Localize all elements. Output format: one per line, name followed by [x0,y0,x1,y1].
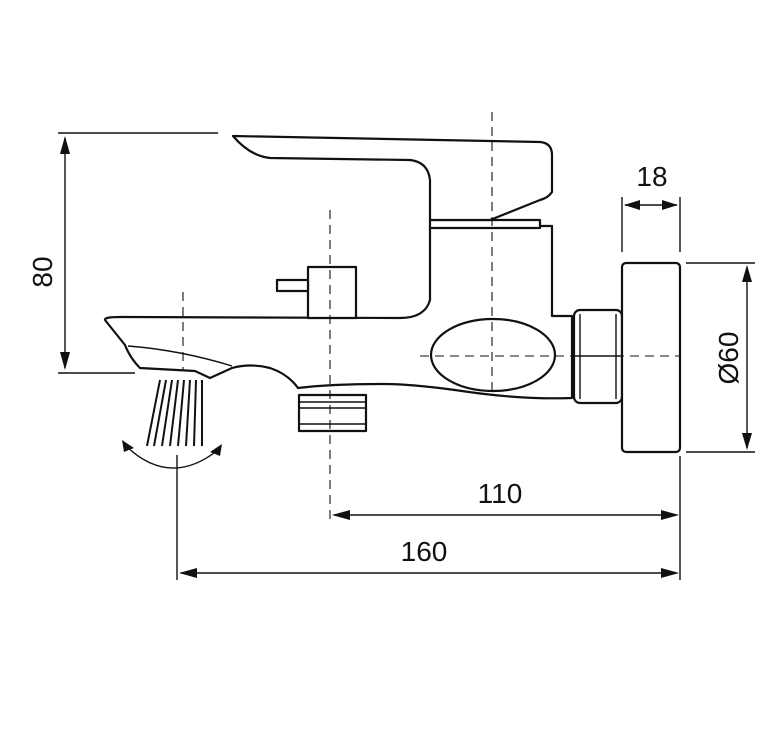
flange-depth-label: 18 [636,161,667,192]
diverter-pin [275,278,310,293]
spout-to-wall-label: 110 [478,478,523,509]
cartridge-housing [428,218,542,230]
spray-pattern [146,379,203,447]
hose-connector [297,393,368,433]
height-dimension: 80 [27,132,218,374]
spout-to-wall-dimension: 110 [332,456,681,525]
height-dimension-label: 80 [27,256,58,287]
flange-diameter-dimension: Ø60 [686,262,755,453]
diverter-knob [306,265,358,320]
lever-handle [231,134,554,222]
wall-flange [620,261,682,454]
flange-depth-dimension: 18 [621,161,681,252]
total-length-dimension: 160 [176,455,681,580]
body-oval [429,317,557,393]
flange-diameter-label: Ø60 [713,332,744,385]
rotation-arrow-icon [122,440,222,469]
center-lines [182,112,680,520]
total-length-label: 160 [401,536,448,567]
spout-outlet [127,345,233,367]
faucet-body [103,134,682,454]
